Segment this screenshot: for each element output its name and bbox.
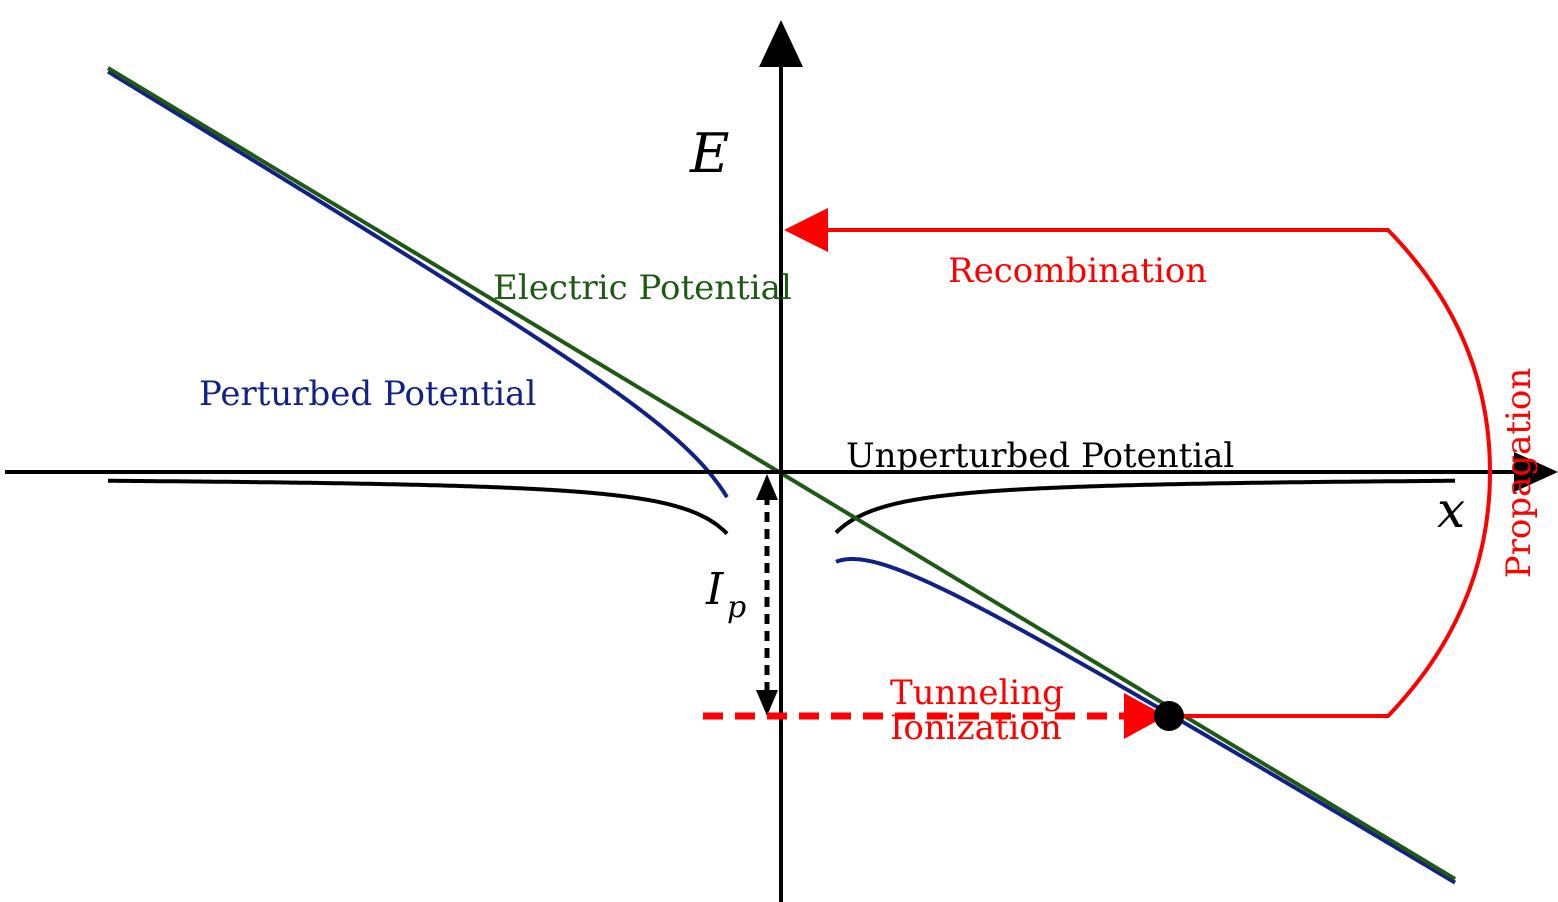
tunneling-label-line1: Tunneling (890, 673, 1064, 713)
ip-label: I p (705, 564, 746, 625)
unperturbed-potential-label: Unperturbed Potential (846, 436, 1234, 476)
electric-potential-label: Electric Potential (493, 268, 792, 308)
tunneling-arrowhead (1124, 693, 1166, 739)
tunneling-label-line2: Ionization (890, 708, 1062, 748)
energy-axis-arrowhead (759, 20, 803, 67)
perturbed-potential-curve (106, 69, 1457, 885)
unperturbed-potential-curve (108, 478, 1455, 536)
recombination-arrowhead (784, 208, 828, 252)
recombination-label: Recombination (948, 251, 1207, 291)
propagation-path (826, 228, 1493, 718)
electron-dot (1154, 701, 1184, 731)
propagation-label: Propagation (1499, 368, 1539, 579)
x-axis-arrowhead (1514, 452, 1558, 492)
perturbed-potential-label: Perturbed Potential (199, 374, 536, 414)
energy-axis-label: E (689, 122, 729, 185)
ip-arrow-head-bottom (756, 690, 778, 716)
x-axis-label: x (1437, 481, 1465, 539)
ip-label-main: I (705, 564, 725, 615)
ip-label-subscript: p (727, 590, 746, 625)
ip-arrow-head-top (756, 474, 778, 500)
